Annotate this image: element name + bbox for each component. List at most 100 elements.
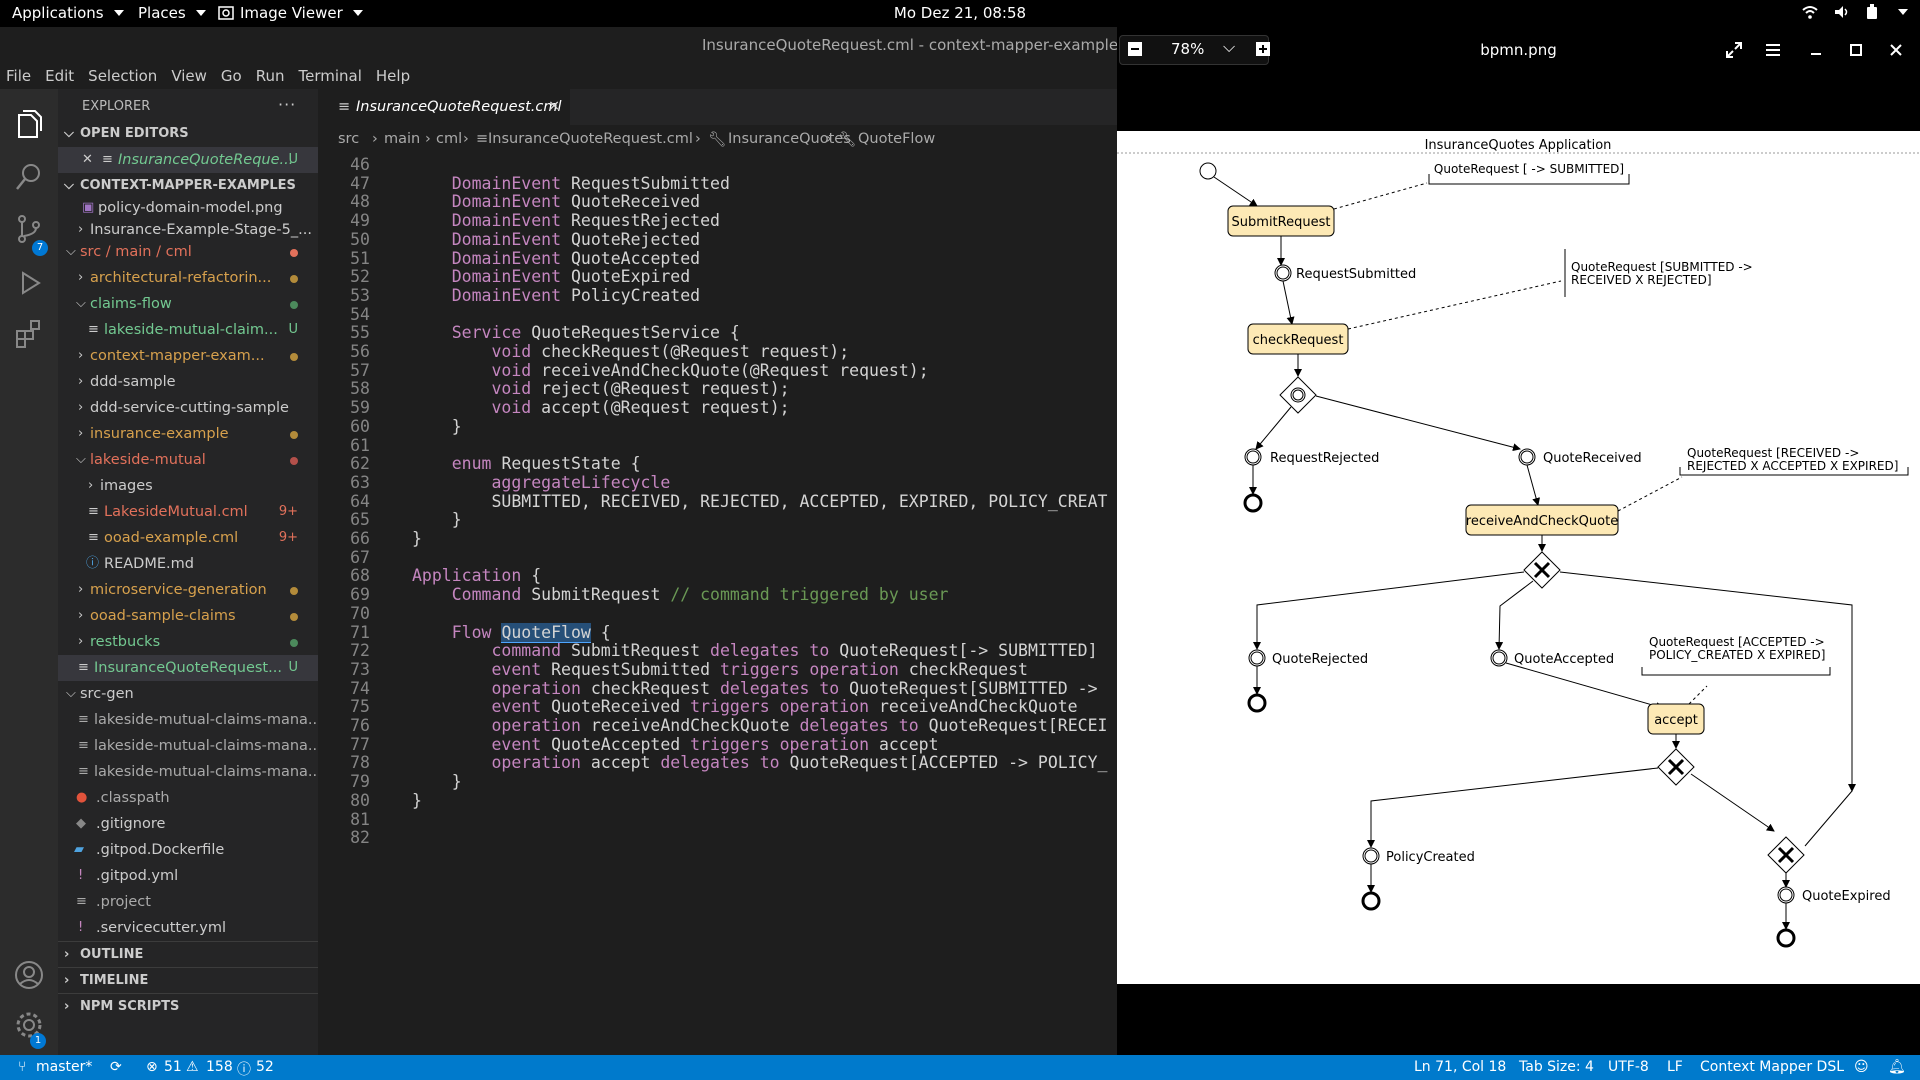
clock[interactable]: Mo Dez 21, 08:58 [0,4,1920,22]
minimize-icon[interactable] [1809,43,1823,57]
menu-go[interactable]: Go [214,63,249,89]
tab-insurance-quote-request[interactable]: ≡ InsuranceQuoteRequest.cml × [318,89,570,125]
account-icon[interactable] [13,959,45,991]
tree-item[interactable]: ›context-mapper-exam... [58,343,318,369]
tree-item[interactable]: ≡lakeside-mutual-claims-mana... [58,759,318,785]
code-line[interactable]: void receiveAndCheckQuote(@Request reque… [412,361,929,380]
code-line[interactable]: Command SubmitRequest // command trigger… [412,585,948,604]
tree-item[interactable]: ⌵src / main / cml [58,239,318,265]
tree-item[interactable]: ›ddd-service-cutting-sample [58,395,318,421]
encoding[interactable]: UTF-8 [1608,1059,1649,1075]
tree-item[interactable]: ›ddd-sample [58,369,318,395]
cursor-position[interactable]: Ln 71, Col 18 [1414,1059,1506,1075]
tree-item[interactable]: ›images [58,473,318,499]
outline-section[interactable]: › OUTLINE [58,941,318,967]
maximize-icon[interactable] [1849,43,1863,57]
code-line[interactable]: } [412,510,462,529]
menu-help[interactable]: Help [369,63,417,89]
code-line[interactable]: DomainEvent QuoteAccepted [412,249,700,268]
code-line[interactable]: void checkRequest(@Request request); [412,342,849,361]
tree-item[interactable]: ≡lakeside-mutual-claims-mana... [58,733,318,759]
git-branch[interactable]: master* [36,1059,92,1075]
code-line[interactable]: DomainEvent QuoteReceived [412,192,700,211]
code-line[interactable]: DomainEvent RequestSubmitted [412,174,730,193]
tree-item[interactable]: ≡LakesideMutual.cml9+ [58,499,318,525]
open-editor-item[interactable]: ✕ ≡ InsuranceQuoteReque... U [58,147,318,173]
tree-item[interactable]: ⌵src-gen [58,681,318,707]
tree-item[interactable]: ⌵claims-flow [58,291,318,317]
breadcrumb-file[interactable]: InsuranceQuoteRequest.cml [488,131,693,147]
menu-view[interactable]: View [164,63,214,89]
hamburger-menu-icon[interactable] [1765,42,1781,58]
tree-item-selected[interactable]: ≡InsuranceQuoteRequest...U [58,655,318,681]
extensions-icon[interactable] [13,317,45,349]
code-editor[interactable]: 4647 DomainEvent RequestSubmitted48 Doma… [318,153,1118,1055]
tree-item[interactable]: ●.classpath [58,785,318,811]
tree-item[interactable]: ≡.project [58,889,318,915]
menu-file[interactable]: File [0,63,38,89]
breadcrumb-cml[interactable]: cml [436,131,462,147]
sync-icon[interactable]: ⟳ [110,1059,122,1075]
breadcrumb-main[interactable]: main [384,131,420,147]
breadcrumb-flow[interactable]: QuoteFlow [858,131,935,147]
code-line[interactable]: SUBMITTED, RECEIVED, REJECTED, ACCEPTED,… [412,492,1107,511]
breadcrumb-src[interactable]: src [338,131,359,147]
code-line[interactable]: aggregateLifecycle [412,473,670,492]
code-line[interactable]: void accept(@Request request); [412,398,790,417]
tree-item[interactable]: ›ooad-sample-claims [58,603,318,629]
menu-edit[interactable]: Edit [38,63,81,89]
tree-item[interactable]: ›microservice-generation [58,577,318,603]
tree-item[interactable]: ≡lakeside-mutual-claim...U [58,317,318,343]
code-line[interactable]: Service QuoteRequestService { [412,323,740,342]
code-line[interactable]: void reject(@Request request); [412,379,790,398]
tree-item[interactable]: ≡ooad-example.cml9+ [58,525,318,551]
close-tab-icon[interactable]: × [548,98,560,114]
code-line[interactable]: DomainEvent RequestRejected [412,211,720,230]
code-line[interactable]: Application { [412,566,541,585]
code-line[interactable]: enum RequestState { [412,454,641,473]
code-line[interactable]: event QuoteAccepted triggers operation a… [412,735,939,754]
bpmn-image[interactable]: InsuranceQuotes Application SubmitReques… [1117,131,1920,984]
tree-item[interactable]: ⓘREADME.md [58,551,318,577]
code-line[interactable]: operation receiveAndCheckQuote delegates… [412,716,1107,735]
code-line[interactable]: } [412,772,462,791]
menu-selection[interactable]: Selection [81,63,164,89]
notifications-bell-icon[interactable]: 🔔︎ [1888,1059,1906,1075]
npm-scripts-section[interactable]: › NPM SCRIPTS [58,993,318,1019]
tree-item[interactable]: ›architectural-refactorin... [58,265,318,291]
menu-terminal[interactable]: Terminal [292,63,369,89]
code-line[interactable]: operation checkRequest delegates to Quot… [412,679,1098,698]
code-line[interactable]: } [412,417,462,436]
line-ending[interactable]: LF [1667,1059,1683,1075]
feedback-icon[interactable]: ☺ [1854,1059,1869,1075]
code-line[interactable]: operation accept delegates to QuoteReque… [412,753,1107,772]
error-count[interactable]: 51 [164,1059,182,1075]
tree-item[interactable]: !.servicecutter.yml [58,915,318,941]
breadcrumb-bounded-context[interactable]: InsuranceQuotes [728,131,851,147]
tree-item[interactable]: ›restbucks [58,629,318,655]
info-count[interactable]: 52 [256,1059,274,1075]
tree-item[interactable]: !.gitpod.yml [58,863,318,889]
fullscreen-icon[interactable] [1725,41,1743,59]
more-actions-icon[interactable]: ··· [278,95,296,114]
search-icon[interactable] [13,161,45,193]
code-line[interactable]: event RequestSubmitted triggers operatio… [412,660,1028,679]
explorer-files-icon[interactable] [13,109,45,141]
code-line[interactable]: event QuoteReceived triggers operation r… [412,697,1078,716]
tab-size[interactable]: Tab Size: 4 [1519,1059,1594,1075]
tree-item[interactable]: ›insurance-example [58,421,318,447]
warning-count[interactable]: 158 [206,1059,233,1075]
tree-item[interactable]: ◆.gitignore [58,811,318,837]
close-icon[interactable] [1889,43,1903,57]
tree-item[interactable]: ≡lakeside-mutual-claims-mana... [58,707,318,733]
menu-run[interactable]: Run [249,63,292,89]
code-line[interactable]: DomainEvent QuoteRejected [412,230,700,249]
open-editors-section[interactable]: ⌵ OPEN EDITORS [58,121,318,147]
code-line[interactable]: DomainEvent QuoteExpired [412,267,690,286]
language-mode[interactable]: Context Mapper DSL [1700,1059,1844,1075]
code-line[interactable]: DomainEvent PolicyCreated [412,286,700,305]
system-tray[interactable] [1802,4,1908,20]
code-line[interactable]: command SubmitRequest delegates to Quote… [412,641,1098,660]
close-icon[interactable]: ✕ [82,147,93,173]
run-debug-icon[interactable] [13,267,45,299]
